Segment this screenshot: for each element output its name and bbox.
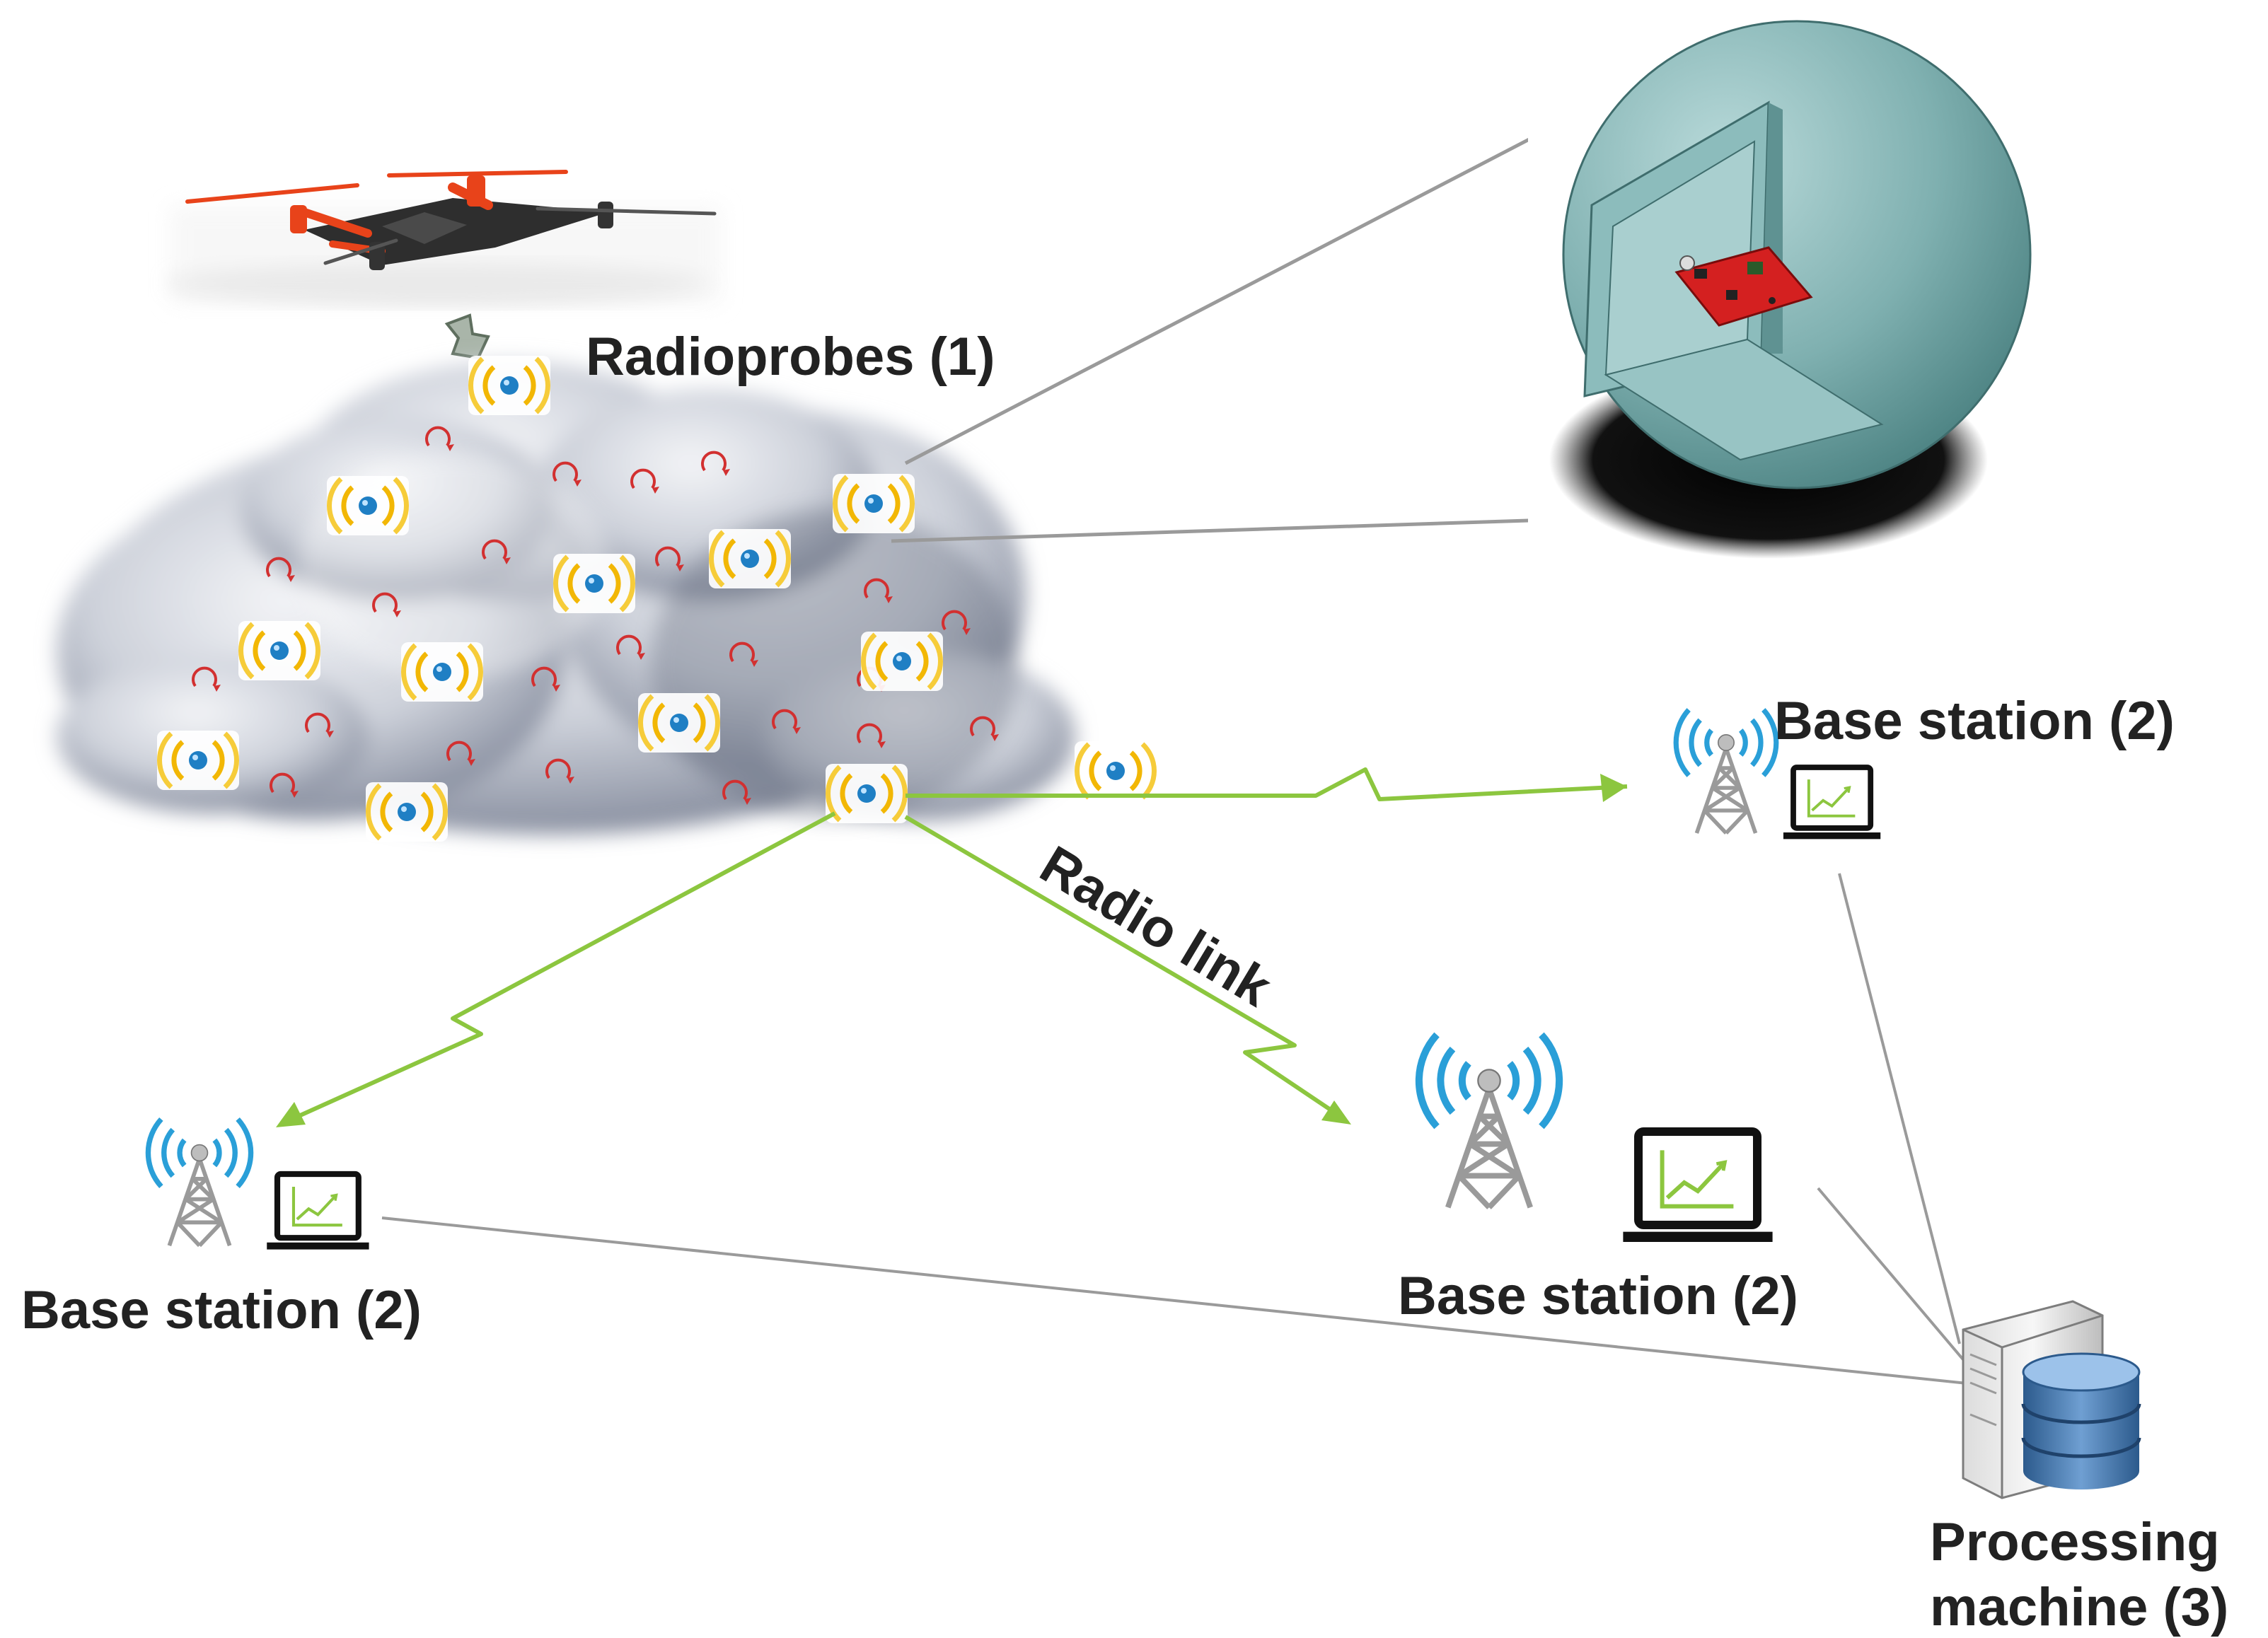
radio-tower-icon (148, 1119, 250, 1245)
base-station-center: Base station (2) (1398, 1035, 1798, 1326)
radioprobe-icon (1075, 741, 1157, 801)
drone-icon (170, 170, 722, 304)
processing-machine-label-line2: machine (3) (1930, 1577, 2228, 1637)
radioprobe-icon (638, 693, 720, 753)
radio-link-center (904, 815, 1346, 1121)
base-station-right-label: Base station (2) (1774, 691, 2175, 751)
radioprobe-icon (401, 642, 483, 702)
database-icon (2021, 1352, 2141, 1489)
base-station-center-label: Base station (2) (1398, 1266, 1798, 1326)
radio-links (276, 767, 1628, 1127)
radio-link-left (282, 811, 836, 1125)
radioprobe-icon (709, 529, 791, 588)
laptop-chart-icon (1623, 1132, 1772, 1242)
processing-machine: Processing machine (3) (1930, 1300, 2228, 1637)
base-station-left: Base station (2) (21, 1119, 422, 1340)
radio-tower-icon (1419, 1035, 1559, 1207)
deploy-arrow-icon (444, 313, 490, 360)
radio-tower-icon (1676, 710, 1776, 833)
radioprobe-icon (366, 782, 448, 842)
base-station-left-label: Base station (2) (21, 1280, 422, 1340)
radio-link-right (906, 767, 1628, 801)
radioprobe-icon (238, 621, 320, 680)
radioprobe-icon (833, 474, 915, 533)
radioprobe-icon (157, 731, 239, 790)
laptop-chart-icon (267, 1174, 369, 1250)
radioprobe-icon (826, 764, 908, 823)
radioprobe-icon (327, 476, 409, 535)
radio-link-label: Radio link (1030, 835, 1282, 1018)
radioprobe-icon (468, 356, 550, 415)
server-connectors (381, 873, 1981, 1386)
processing-machine-label-line1: Processing (1930, 1512, 2220, 1572)
pcb-icon (1674, 246, 1813, 327)
base-station-right: Base station (2) (1676, 691, 2175, 839)
radioprobe-icon (553, 554, 635, 613)
radioprobes-label: Radioprobes (1) (586, 327, 995, 387)
radioprobe-icon (861, 632, 943, 691)
probe-sphere-icon (1528, 20, 2032, 573)
laptop-chart-icon (1783, 767, 1880, 839)
